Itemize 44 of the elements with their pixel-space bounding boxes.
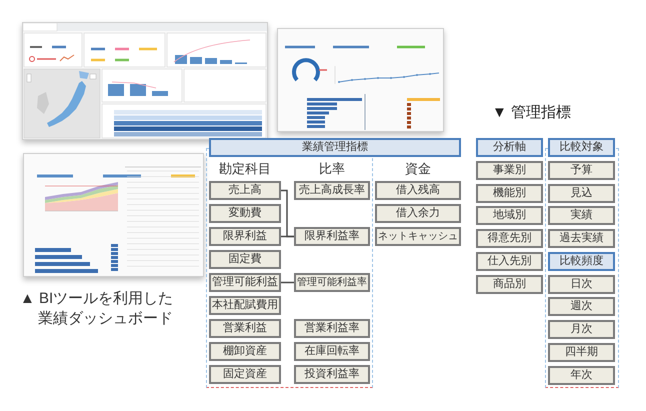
indicator-box: 管理可能利益 (209, 273, 281, 292)
indicator-box: 棚卸資産 (209, 342, 281, 361)
indicator-box: ネットキャッシュ (375, 227, 461, 246)
indicator-box: 限界利益率 (294, 227, 370, 246)
indicator-box: 固定費 (209, 250, 281, 269)
indicator-box: 得意先別 (476, 229, 543, 248)
indicator-box: 地域別 (476, 206, 543, 225)
connector-line (281, 236, 294, 238)
column-heading: 資金 (404, 161, 432, 177)
indicator-box: 仕入先別 (476, 252, 543, 271)
indicator-box: 売上高 (209, 181, 281, 200)
indicator-box: 月次 (548, 320, 615, 339)
indicator-box: 変動費 (209, 204, 281, 223)
column-heading: 比率 (318, 161, 346, 177)
connector-line (281, 282, 294, 284)
indicator-box: 見込 (548, 184, 615, 203)
header-box: 比較対象 (548, 138, 615, 157)
section-title: ▼ 管理指標 (492, 103, 572, 123)
header-box: 業績管理指標 (209, 138, 461, 157)
column-heading: 勘定科目 (218, 161, 272, 177)
indicator-box: 限界利益 (209, 227, 281, 246)
indicator-box: 機能別 (476, 184, 543, 203)
indicator-box: 週次 (548, 297, 615, 316)
header-box: 比較頻度 (548, 252, 615, 271)
indicator-box: 借入残高 (375, 181, 461, 200)
indicator-box: 四半期 (548, 343, 615, 362)
indicator-box: 日次 (548, 275, 615, 294)
header-box: 分析軸 (476, 138, 543, 157)
indicator-box: 投資利益率 (294, 365, 370, 384)
indicator-box: 営業利益率 (294, 319, 370, 338)
indicator-box: 借入余力 (375, 204, 461, 223)
indicator-box: 実績 (548, 206, 615, 225)
indicator-box: 事業別 (476, 161, 543, 180)
indicator-box: 商品別 (476, 275, 543, 294)
indicator-box: 在庫回転率 (294, 342, 370, 361)
indicator-box: 本社配賦費用 (209, 296, 281, 315)
indicator-box: 予算 (548, 161, 615, 180)
indicator-box: 年次 (548, 366, 615, 385)
indicator-box: 管理可能利益率 (294, 273, 370, 292)
caption: ▲ BIツールを利用した業績ダッシュボード (20, 289, 174, 329)
indicator-box: 営業利益 (209, 319, 281, 338)
indicator-box: 固定資産 (209, 365, 281, 384)
indicator-box: 売上高成長率 (294, 181, 370, 200)
indicator-box: 過去実績 (548, 229, 615, 248)
